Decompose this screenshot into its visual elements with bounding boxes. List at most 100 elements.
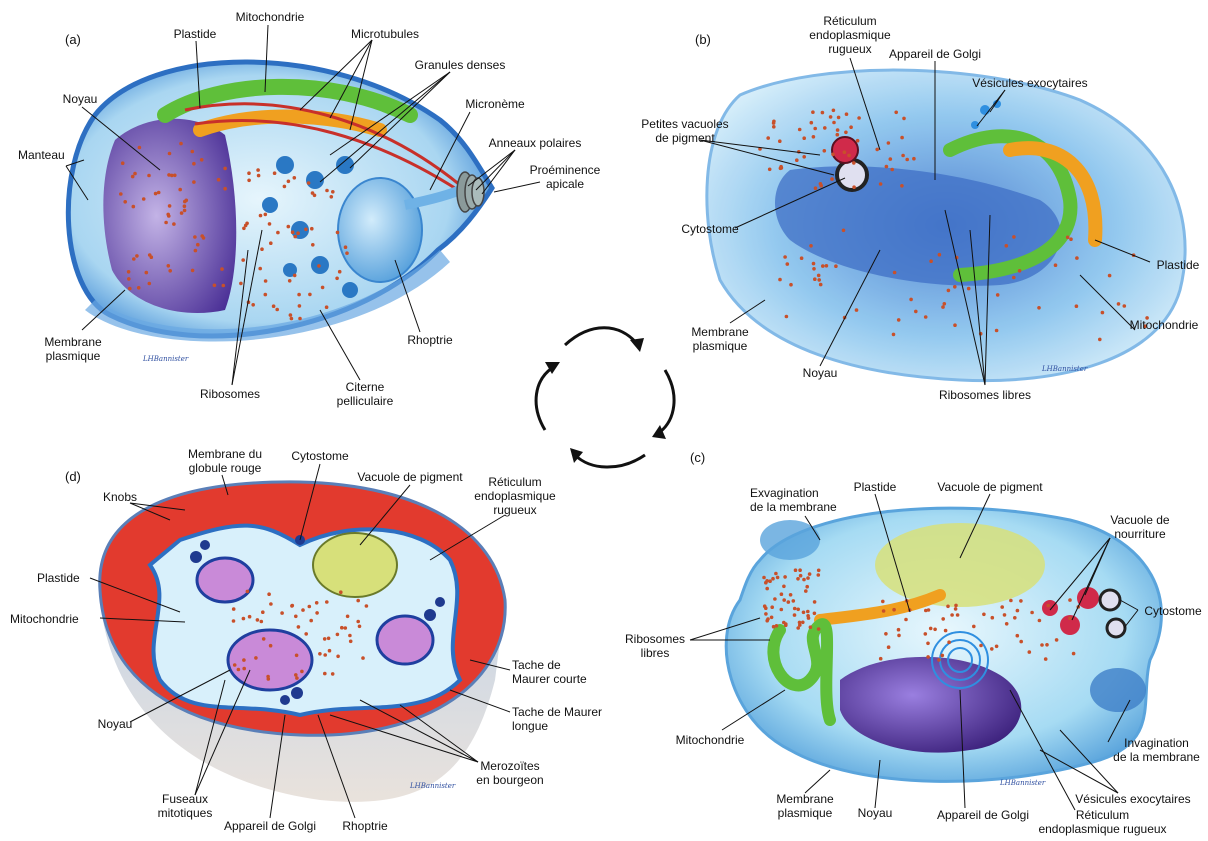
ribosome-dot xyxy=(900,136,904,140)
ribosome-dot xyxy=(338,270,342,274)
ribosome-dot xyxy=(792,599,796,603)
ribosome-dot xyxy=(317,264,321,268)
ribosome-dot xyxy=(762,576,766,580)
label-a-granules-denses: Granules denses xyxy=(405,58,515,72)
label-d-fuseaux: Fuseaux mitotiques xyxy=(145,792,225,820)
ribosome-dot xyxy=(1108,274,1112,278)
ribosome-dot xyxy=(287,225,291,229)
ribosome-dot xyxy=(246,590,250,594)
ribosome-dot xyxy=(766,136,770,140)
ribosome-dot xyxy=(256,618,260,622)
ribosome-dot xyxy=(185,199,189,203)
ribosome-dot xyxy=(771,577,775,581)
ribosome-dot xyxy=(1016,634,1020,638)
label-c-noyau: Noyau xyxy=(845,806,905,820)
ribosome-dot xyxy=(1054,263,1058,267)
ribosome-dot xyxy=(273,171,277,175)
ribosome-dot xyxy=(321,286,325,290)
ribosome-dot xyxy=(180,211,184,215)
ribosome-dot xyxy=(301,608,305,612)
ribosome-dot xyxy=(799,574,803,578)
label-b-petites-vacuoles: Petites vacuoles de pigment xyxy=(630,117,740,145)
ribosome-dot xyxy=(298,304,302,308)
ribosome-dot xyxy=(315,611,319,615)
ribosome-dot xyxy=(138,146,142,150)
signature-d: LHBannister xyxy=(410,782,455,790)
ribosome-dot xyxy=(817,573,821,577)
ribosome-dot xyxy=(133,172,137,176)
ribosome-dot xyxy=(272,304,276,308)
ribosome-dot xyxy=(879,182,883,186)
ribosome-dot xyxy=(782,598,786,602)
cycle-arrow-3 xyxy=(575,455,645,467)
ribosome-dot xyxy=(1003,613,1007,617)
ribosome-dot xyxy=(247,179,251,183)
ribosome-dot xyxy=(884,632,888,636)
ribosome-dot xyxy=(336,231,340,235)
ribosome-dot xyxy=(192,162,196,166)
ribosome-dot xyxy=(220,267,224,271)
ribosome-dot xyxy=(183,209,187,213)
ribosome-dot xyxy=(780,592,784,596)
ribosome-dot xyxy=(168,152,172,156)
label-d-merozoites: Merozoïtes en bourgeon xyxy=(460,759,560,787)
ribosome-dot xyxy=(164,221,168,225)
label-c-mitochondrie: Mitochondrie xyxy=(665,733,755,747)
ribosome-dot xyxy=(779,165,783,169)
ribosome-dot xyxy=(276,231,280,235)
ribosome-dot xyxy=(223,167,227,171)
ribosome-dot xyxy=(310,227,314,231)
ribosome-dot xyxy=(793,613,797,617)
ribosome-dot xyxy=(837,116,841,120)
ribosome-dot xyxy=(847,154,851,158)
ribosome-dot xyxy=(832,109,836,113)
ribosome-dot xyxy=(844,131,848,135)
ribosome-dot xyxy=(802,136,806,140)
panel-d-letter: (d) xyxy=(65,470,81,484)
ribosome-dot xyxy=(773,597,777,601)
ribosome-dot xyxy=(183,204,187,208)
ribosome-dot xyxy=(806,576,810,580)
ribosome-dot xyxy=(1005,622,1009,626)
ribosome-dot xyxy=(295,676,299,680)
ribosome-dot xyxy=(947,640,951,644)
ribosome-dot xyxy=(812,262,816,266)
ribosome-dot xyxy=(780,608,784,612)
panel-a-letter: (a) xyxy=(65,33,81,47)
ribosome-dot xyxy=(1012,235,1016,239)
ribosome-dot xyxy=(772,120,776,124)
ribosome-dot xyxy=(1013,616,1017,620)
label-a-proeminence-apicale: Proéminence apicale xyxy=(520,163,610,191)
ribosome-dot xyxy=(802,155,806,159)
ribosome-dot xyxy=(926,642,930,646)
ribosome-dot xyxy=(941,617,945,621)
ribosome-dot xyxy=(1030,611,1034,615)
ribosome-dot xyxy=(882,609,886,613)
ribosome-dot xyxy=(318,652,322,656)
label-b-cytostome: Cytostome xyxy=(670,222,750,236)
ribosome-dot xyxy=(821,111,825,115)
label-a-anneaux-polaires: Anneaux polaires xyxy=(475,136,595,150)
ribosome-dot xyxy=(817,569,821,573)
ribosome-dot xyxy=(344,626,348,630)
signature-c: LHBannister xyxy=(1000,779,1045,787)
ribosome-dot xyxy=(242,617,246,621)
ribosome-dot xyxy=(269,644,273,648)
ribosome-dot xyxy=(137,286,141,290)
ribosome-dot xyxy=(996,293,1000,297)
ribosome-dot xyxy=(829,115,833,119)
ribosome-dot xyxy=(937,658,941,662)
ribosome-dot xyxy=(258,267,262,271)
ribosome-dot xyxy=(330,195,334,199)
label-d-vacuole-pigment: Vacuole de pigment xyxy=(345,470,475,484)
ribosome-dot xyxy=(811,110,815,114)
ribosome-dot xyxy=(912,157,916,161)
ribosome-dot xyxy=(264,293,268,297)
ribosome-dot xyxy=(294,673,298,677)
ribosome-dot xyxy=(1019,599,1023,603)
ribosome-dot xyxy=(1045,643,1049,647)
ribosome-dot xyxy=(765,587,769,591)
ribosome-dot xyxy=(275,308,279,312)
cycle-arrow-1-head xyxy=(630,338,644,352)
label-a-ribosomes: Ribosomes xyxy=(190,387,270,401)
